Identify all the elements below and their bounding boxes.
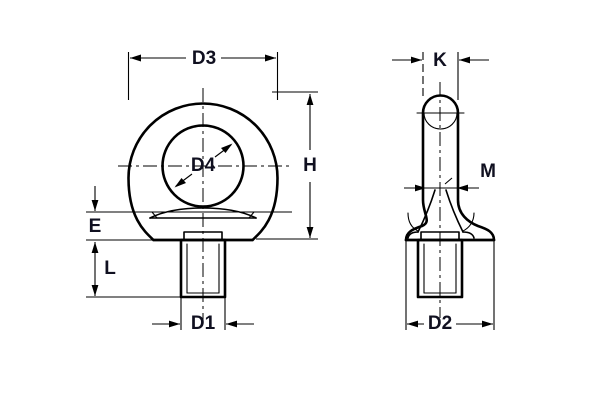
dimension-label-d1: D1 [191, 313, 216, 334]
dimension-label-d3: D3 [192, 48, 216, 69]
d3-arrow-left-icon [130, 54, 141, 62]
m-arrow-right-icon [457, 184, 468, 192]
d2-arrow-left-icon [407, 320, 418, 328]
collar-inner-left-curve [407, 212, 419, 232]
d1-arrow-right-icon [226, 320, 237, 328]
eye-seat-left-tick [151, 211, 158, 219]
collar-inner-right-curve [462, 212, 475, 232]
d4-arrow-lower-left-icon [174, 178, 186, 188]
h-arrow-bottom-icon [306, 227, 314, 238]
eye-top-forging-arc [423, 112, 458, 130]
side-threaded-shank [416, 238, 464, 299]
k-arrow-left-icon [411, 56, 422, 64]
dimension-label-d2: D2 [428, 313, 452, 334]
eye-ring-outer-profile [127, 102, 279, 242]
l-arrow-top-icon [91, 242, 99, 253]
dimension-label-k: K [433, 50, 447, 71]
side-view: K M D2 [392, 50, 496, 334]
dimension-label-e: E [89, 216, 102, 237]
h-arrow-top-icon [306, 94, 314, 105]
dimension-label-h: H [303, 155, 317, 176]
eye-seat-right-tick [248, 211, 255, 219]
eye-ring-inner-hole [161, 124, 245, 208]
collar-web-right-edge [445, 189, 464, 233]
e-arrow-icon [91, 200, 99, 211]
d1-arrow-left-icon [169, 320, 180, 328]
collar-fillet-right [462, 231, 475, 239]
d3-arrow-right-icon [265, 54, 276, 62]
dimension-label-d4: D4 [191, 155, 216, 176]
eye-seat-curve [149, 207, 257, 219]
dimension-label-l: L [104, 258, 116, 279]
d4-arrow-upper-right-icon [221, 143, 233, 153]
m-arrow-left-icon [415, 184, 426, 192]
front-view: D3 H D4 E L D1 [86, 48, 318, 334]
eye-side-profile [404, 94, 496, 242]
threaded-shank [179, 238, 227, 299]
collar-web-left-edge [417, 189, 436, 233]
l-arrow-bottom-icon [91, 285, 99, 296]
k-arrow-right-icon [459, 56, 470, 64]
m-leader-line [444, 177, 453, 185]
collar-fillet-left [407, 231, 419, 239]
d2-arrow-right-icon [482, 320, 493, 328]
dimension-label-m: M [480, 161, 496, 182]
